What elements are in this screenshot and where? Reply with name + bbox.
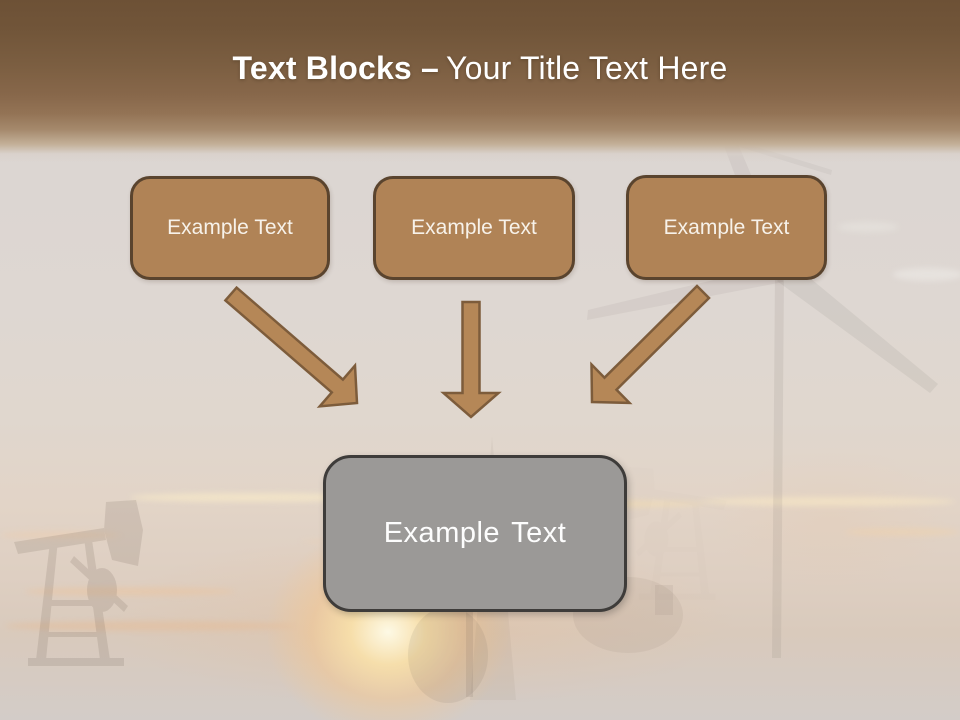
- cloud-streak: [845, 528, 960, 536]
- text-block-3-label: Example Text: [663, 215, 790, 239]
- cloud-streak: [130, 493, 370, 502]
- text-block-1: Example Text: [130, 176, 330, 280]
- cloud-streak: [838, 222, 898, 232]
- slide-title: Text Blocks –Your Title Text Here: [0, 50, 960, 87]
- text-block-2-label: Example Text: [411, 216, 537, 239]
- title-bold-text: Text Blocks –: [232, 50, 440, 86]
- result-block-label: Example Text: [383, 517, 567, 549]
- text-block-3: Example Text: [626, 175, 827, 280]
- cloud-streak: [5, 621, 295, 631]
- cloud-streak: [0, 531, 120, 539]
- cloud-streak: [893, 268, 960, 281]
- cloud-streak: [700, 497, 955, 506]
- text-block-2: Example Text: [373, 176, 575, 280]
- cloud-streak: [25, 587, 235, 596]
- text-block-1-label: Example Text: [167, 216, 293, 239]
- sunset-haze: [700, 440, 960, 600]
- title-regular-text: Your Title Text Here: [446, 50, 728, 86]
- header-gradient-band: [0, 0, 960, 162]
- result-block: Example Text: [323, 455, 627, 612]
